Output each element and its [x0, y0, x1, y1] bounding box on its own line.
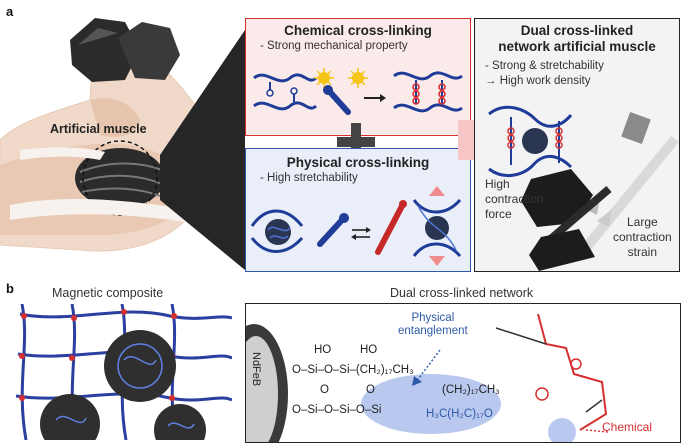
dumbbell-icon [70, 18, 180, 82]
dual-illustration [488, 105, 679, 271]
plus-icon [334, 120, 378, 164]
dual-bullets: - Strong & stretchability → High work de… [485, 59, 679, 89]
chemical-crosslinking-box: Chemical cross-linking - Strong mechanic… [245, 18, 471, 136]
stretch-up-arrow [429, 186, 445, 196]
ndfeb-particle [154, 404, 206, 440]
network-chemistry-box: NdFeB Physical entanglement HO HO O–Si–O… [245, 303, 681, 443]
arrow-down-icon [412, 376, 422, 386]
chem-row-2: O–Si–O–Si–O–Si [292, 404, 382, 416]
dual-bullet-2: → High work density [485, 75, 591, 87]
network-chemistry-diagram [246, 313, 609, 442]
chemical-schematic [253, 68, 463, 115]
panel-letter-b: b [6, 281, 14, 296]
light-burst-icon [314, 68, 368, 88]
physical-subtitle: - High stretchability [260, 172, 358, 184]
chemical-title: Chemical cross-linking [284, 23, 432, 38]
magnetic-composite-illustration [15, 304, 232, 440]
chem-ho-1: HO [314, 344, 332, 356]
stretch-down-arrow [429, 256, 445, 266]
chem-o-1: O [320, 384, 329, 396]
ndfeb-particle [40, 394, 100, 440]
chem-h3c-chain: H₃C(H₂C)₁₇O [426, 408, 493, 420]
panel-letter-a: a [6, 4, 14, 19]
artificial-muscle-label: Artificial muscle [50, 122, 147, 136]
strain-arrows-icon [581, 112, 679, 253]
magnetic-composite-title: Magnetic composite [52, 286, 164, 300]
physical-schematic [250, 186, 462, 266]
chemical-subtitle: - Strong mechanical property [260, 40, 408, 52]
chem-o-2: O [366, 384, 375, 396]
dual-crosslinked-box: Dual cross-linked network artificial mus… [474, 18, 680, 272]
chem-ho-2: HO [360, 344, 378, 356]
contraction-force-label: High contraction force [485, 177, 544, 221]
physical-crosslinking-box: Physical cross-linking - High stretchabi… [245, 148, 471, 272]
ndfeb-particle [104, 330, 176, 402]
weight-icon [521, 169, 612, 271]
physical-title: Physical cross-linking [286, 155, 430, 170]
arm-illustration [0, 18, 245, 270]
contraction-strain-label: Large contraction strain [613, 215, 672, 259]
chemical-crosslink-label: Chemical [602, 420, 653, 434]
network-title: Dual cross-linked network [390, 286, 534, 300]
arrow-right-icon [380, 94, 386, 102]
physical-entanglement-label: Physical entanglement [398, 312, 468, 337]
dual-title: Dual cross-linked network artificial mus… [498, 23, 656, 54]
chem-ch2-chain: (CH₂)₁₇CH₃ [442, 384, 500, 396]
ndfeb-label: NdFeB [250, 352, 262, 387]
chem-row-1: O–Si–O–Si–(CH₂)₁₇CH₃ [292, 364, 414, 376]
dual-bullet-1: - Strong & stretchability [485, 60, 604, 72]
